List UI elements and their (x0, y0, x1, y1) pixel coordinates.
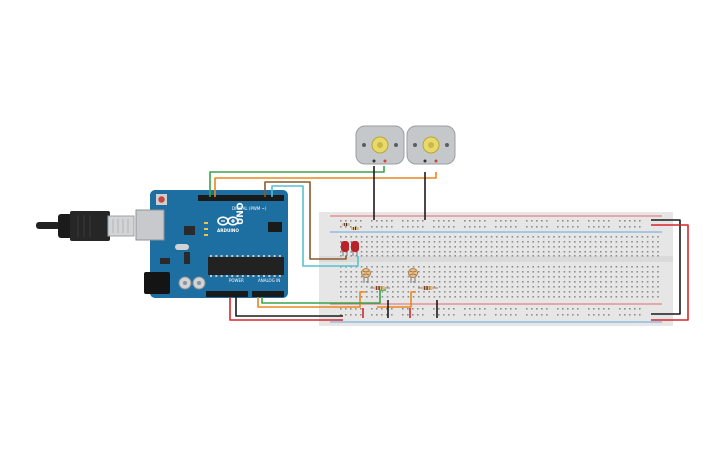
crystal (175, 244, 189, 250)
wire-brown[interactable] (264, 181, 347, 260)
digital-label: DIGITAL (PWM ~) (232, 206, 267, 211)
arduino-model-label: UNO (236, 202, 246, 225)
wire-orange-motor2[interactable] (214, 172, 437, 197)
power-jack (144, 272, 170, 294)
reset-button[interactable] (156, 194, 167, 205)
atmega-chip (208, 255, 284, 277)
resistor-ldr-1[interactable] (370, 286, 390, 290)
wire-cyan[interactable] (271, 185, 359, 267)
resistor-led-1[interactable] (342, 223, 350, 226)
usb-cable[interactable] (36, 211, 135, 241)
led-red-2[interactable] (351, 241, 359, 256)
arduino-uno-board[interactable]: ARDUINO UNO DIGITAL (PWM ~) POWER ANALOG… (135, 190, 288, 298)
icsp-header[interactable] (268, 222, 282, 232)
arduino-logo (217, 216, 239, 226)
dc-motor-1[interactable] (355, 125, 405, 165)
usb-jack (135, 209, 165, 241)
wires (209, 166, 689, 321)
photoresistor-1[interactable] (361, 268, 371, 284)
resistor-ldr-2[interactable] (418, 286, 438, 290)
power-header[interactable] (206, 291, 248, 297)
wire-red-power[interactable] (229, 297, 343, 321)
led-red-1[interactable] (341, 241, 349, 256)
wire-orange-analog[interactable] (257, 291, 366, 308)
power-label: POWER (229, 278, 244, 283)
photoresistor-2[interactable] (408, 268, 418, 284)
breadboard-holes (340, 220, 659, 316)
arduino-brand-label: ARDUINO (217, 228, 239, 233)
usb-chip (184, 226, 195, 235)
dc-motor-2[interactable] (406, 125, 456, 165)
analog-label: ANALOG IN (258, 278, 280, 283)
wire-black-gnd[interactable] (235, 297, 343, 317)
wire-green-motor1[interactable] (209, 166, 385, 197)
wire-red-right[interactable] (651, 224, 689, 321)
wire-black-right[interactable] (651, 219, 681, 315)
analog-header[interactable] (252, 291, 284, 297)
wire-orange-jumper[interactable] (377, 291, 416, 308)
resistor-led-2[interactable] (351, 227, 359, 230)
digital-header[interactable] (198, 195, 284, 201)
breadboard[interactable] (319, 212, 673, 326)
